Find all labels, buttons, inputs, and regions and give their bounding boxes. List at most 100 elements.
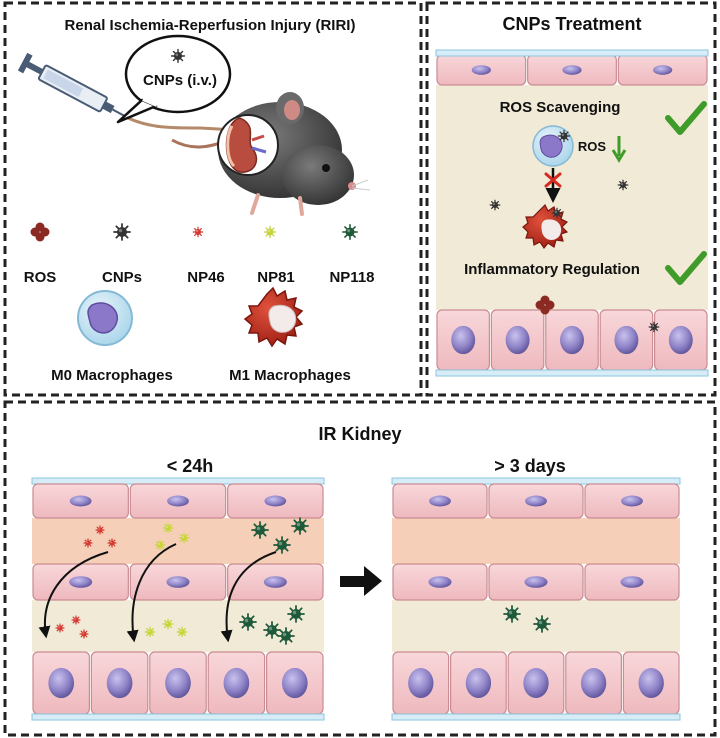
epithelial-cell <box>565 651 622 715</box>
np46-particle <box>107 538 117 548</box>
treatment-top-cell-layer <box>435 49 709 86</box>
panel-riri-border <box>3 1 423 397</box>
catheter-line <box>127 116 237 132</box>
nucleus <box>562 65 582 75</box>
nucleus <box>580 668 607 698</box>
epithelial-cell <box>436 309 491 371</box>
nucleus <box>525 495 547 507</box>
np46-particle <box>55 623 65 633</box>
check-icon <box>665 101 707 135</box>
np118-particle <box>503 605 521 623</box>
basement-membrane <box>435 369 709 377</box>
ros-scavenging-label: ROS Scavenging <box>500 99 621 116</box>
np118-particle <box>239 613 257 631</box>
top-cell-row <box>436 54 708 86</box>
legend-m0-label: M0 Macrophages <box>51 367 173 384</box>
epithelial-cell <box>545 309 599 371</box>
cnp-icon <box>551 207 563 219</box>
epithelial-cell <box>450 651 507 715</box>
np46-particle <box>79 629 89 639</box>
nucleus <box>505 325 530 355</box>
progression-arrow-icon <box>340 566 382 596</box>
np46-icon <box>192 226 204 238</box>
middle-cell-row <box>32 563 324 601</box>
nucleus <box>223 667 250 699</box>
epithelial-cell <box>488 483 584 519</box>
epithelial-cell <box>599 309 654 371</box>
arrow-down-green-icon <box>611 136 627 163</box>
basement-membrane <box>31 477 325 485</box>
cnp-icon <box>170 48 186 64</box>
np118-particle <box>291 517 309 535</box>
epithelial-cell <box>207 651 266 715</box>
check-icon <box>665 251 707 285</box>
panel-treatment-border <box>425 1 717 397</box>
late-timepoint-label: > 3 days <box>494 456 566 476</box>
epithelial-cell <box>392 483 488 519</box>
np81-particle <box>162 522 174 534</box>
cnp-icon <box>113 223 131 241</box>
legend-labels: ROS CNPs NP46 NP81 NP118 <box>24 269 375 286</box>
nucleus <box>638 668 664 698</box>
epithelial-cell <box>507 651 565 715</box>
legend-cnps-label: CNPs <box>102 269 142 286</box>
cnp-particle <box>648 321 660 333</box>
nucleus <box>668 325 693 355</box>
np118-icon <box>342 224 358 240</box>
nucleus <box>263 576 287 588</box>
ros-particle <box>535 295 555 315</box>
cnp-particle <box>489 199 501 211</box>
nucleus <box>451 325 476 355</box>
epithelial-cell <box>129 563 227 601</box>
epithelial-cell <box>490 309 545 371</box>
legend-ros-label: ROS <box>24 269 57 286</box>
nucleus <box>166 576 190 588</box>
epithelial-cell <box>266 651 324 715</box>
bottom-cell-row <box>436 309 708 371</box>
basement-membrane <box>435 49 709 57</box>
upper-cell-row <box>32 483 324 519</box>
basement-membrane <box>391 477 681 485</box>
ir-kidney-nanoparticles <box>55 517 551 645</box>
np118-particle <box>287 605 305 623</box>
basement-membrane <box>391 713 681 721</box>
nucleus <box>524 576 548 588</box>
lower-cell-row <box>392 651 680 715</box>
epithelial-cell <box>584 483 680 519</box>
np81-particle <box>154 539 166 551</box>
np81-particle <box>176 626 188 638</box>
np118-particle <box>533 615 551 633</box>
legend-icons <box>30 222 358 242</box>
epithelial-cell <box>149 651 207 715</box>
legend-m1-label: M1 Macrophages <box>229 367 351 384</box>
legend-np46-label: NP46 <box>187 269 225 286</box>
np81-icon <box>263 225 277 239</box>
blocked-arrow <box>544 168 562 203</box>
inflammatory-regulation-label: Inflammatory Regulation <box>464 261 640 278</box>
nucleus <box>69 495 92 507</box>
nucleus <box>428 576 452 588</box>
nucleus <box>429 495 451 507</box>
epithelial-cell <box>584 563 680 601</box>
nucleus <box>167 495 189 507</box>
nucleus <box>620 576 644 588</box>
np81-particle <box>162 618 174 630</box>
early-timepoint-label: < 24h <box>167 456 214 476</box>
nucleus <box>560 325 584 355</box>
epithelial-cell <box>227 483 324 519</box>
np118-particle <box>251 521 269 539</box>
cnp-particle <box>557 129 571 143</box>
epithelial-cell <box>90 651 149 715</box>
nucleus <box>69 576 93 588</box>
legend-np81-label: NP81 <box>257 269 295 286</box>
injection-label: CNPs (i.v.) <box>143 72 217 89</box>
panel-ir-kidney-border <box>3 400 717 737</box>
nucleus <box>264 495 287 507</box>
lower-cell-row <box>32 651 324 715</box>
syringe-icon <box>17 52 129 119</box>
nucleus <box>621 495 643 507</box>
epithelial-cell <box>129 483 227 519</box>
ir-kidney-cell-layers <box>31 477 681 721</box>
ros-icon <box>30 222 50 242</box>
